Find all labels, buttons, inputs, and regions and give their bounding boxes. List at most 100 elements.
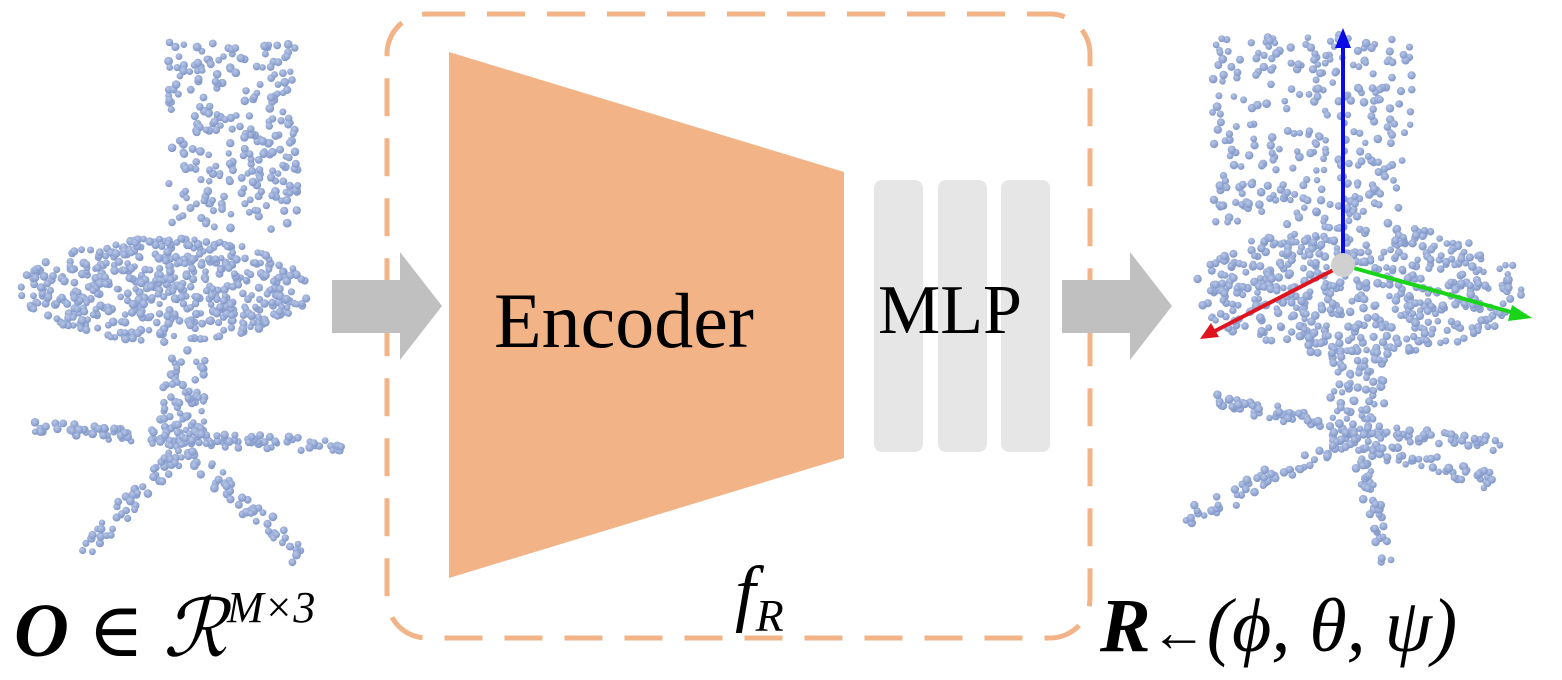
cloud-point bbox=[1257, 161, 1266, 170]
cloud-point bbox=[1477, 316, 1486, 325]
cloud-point bbox=[1362, 226, 1370, 234]
cloud-point bbox=[1359, 462, 1367, 470]
cloud-point bbox=[260, 41, 269, 51]
cloud-point bbox=[145, 237, 154, 246]
cloud-point bbox=[1353, 276, 1361, 284]
cloud-point bbox=[1229, 273, 1238, 282]
cloud-point bbox=[212, 162, 220, 170]
cloud-point bbox=[1250, 141, 1259, 150]
cloud-point bbox=[70, 278, 79, 287]
cloud-point bbox=[265, 432, 274, 441]
cloud-point bbox=[1423, 336, 1431, 344]
cloud-point bbox=[1285, 465, 1294, 474]
cloud-point bbox=[1356, 129, 1364, 137]
cloud-point bbox=[89, 311, 97, 319]
cloud-point bbox=[1499, 300, 1507, 308]
cloud-point bbox=[30, 280, 39, 289]
cloud-point bbox=[212, 309, 221, 318]
cloud-point bbox=[164, 319, 173, 328]
cloud-point bbox=[262, 202, 270, 210]
cloud-point bbox=[1353, 356, 1362, 365]
cloud-point bbox=[219, 469, 227, 476]
cloud-point bbox=[271, 437, 280, 446]
cloud-point bbox=[1216, 118, 1225, 127]
cloud-point bbox=[1344, 111, 1352, 119]
cloud-point bbox=[1377, 435, 1385, 442]
cloud-point bbox=[265, 265, 273, 273]
cloud-point bbox=[1387, 323, 1396, 332]
cloud-point bbox=[257, 259, 265, 267]
cloud-point bbox=[1377, 254, 1385, 262]
cloud-point bbox=[210, 117, 219, 126]
cloud-point bbox=[279, 108, 287, 116]
cloud-point bbox=[1329, 79, 1336, 86]
cloud-point bbox=[175, 53, 183, 60]
cloud-point bbox=[1436, 235, 1443, 242]
cloud-point bbox=[1343, 407, 1351, 415]
cloud-point bbox=[1504, 283, 1513, 292]
cloud-point bbox=[167, 393, 175, 401]
cloud-point bbox=[1383, 58, 1391, 66]
cloud-point bbox=[125, 496, 135, 506]
output-label: R←(ϕ, θ, ψ) bbox=[1100, 588, 1457, 664]
cloud-point bbox=[1260, 473, 1268, 482]
cloud-point bbox=[1359, 430, 1368, 439]
cloud-point bbox=[1206, 260, 1214, 269]
cloud-point bbox=[1363, 484, 1372, 493]
cloud-point bbox=[1356, 425, 1364, 433]
cloud-point bbox=[1327, 56, 1334, 63]
cloud-point bbox=[1350, 429, 1358, 438]
cloud-point bbox=[1467, 262, 1477, 271]
cloud-point bbox=[1287, 59, 1295, 67]
cloud-point bbox=[77, 325, 85, 332]
cloud-point bbox=[177, 358, 185, 366]
cloud-point bbox=[219, 296, 228, 305]
cloud-point bbox=[44, 311, 53, 320]
cloud-point bbox=[1314, 322, 1322, 330]
cloud-point bbox=[53, 424, 62, 434]
cloud-point bbox=[96, 524, 106, 534]
cloud-point bbox=[246, 196, 254, 204]
cloud-point bbox=[321, 437, 329, 444]
cloud-point bbox=[1313, 177, 1321, 184]
cloud-point bbox=[207, 301, 215, 308]
cloud-point bbox=[30, 292, 37, 300]
cloud-point bbox=[203, 186, 213, 196]
cloud-point bbox=[1428, 463, 1438, 472]
cloud-point bbox=[110, 266, 119, 275]
cloud-point bbox=[1388, 58, 1397, 67]
cloud-point bbox=[92, 305, 100, 313]
cloud-point bbox=[149, 427, 158, 437]
cloud-point bbox=[1461, 468, 1470, 476]
cloud-point bbox=[1337, 352, 1346, 361]
cloud-point bbox=[275, 307, 284, 316]
cloud-point bbox=[1250, 135, 1258, 143]
cloud-point bbox=[1267, 469, 1276, 478]
cloud-point bbox=[1306, 149, 1315, 158]
cloud-point bbox=[1481, 437, 1489, 445]
cloud-point bbox=[157, 477, 167, 486]
cloud-point bbox=[83, 260, 91, 268]
cloud-point bbox=[221, 443, 229, 451]
cloud-point bbox=[1447, 430, 1456, 439]
cloud-point bbox=[225, 159, 234, 168]
cloud-point bbox=[211, 77, 220, 86]
cloud-point bbox=[1254, 289, 1261, 296]
cloud-point bbox=[174, 90, 182, 98]
cloud-point bbox=[284, 114, 293, 123]
cloud-point bbox=[254, 324, 264, 333]
cloud-point bbox=[133, 329, 142, 338]
cloud-point bbox=[1410, 332, 1418, 341]
cloud-point bbox=[156, 438, 165, 446]
cloud-point bbox=[256, 174, 264, 182]
cloud-point bbox=[1354, 182, 1361, 189]
cloud-point bbox=[197, 424, 205, 433]
cloud-point bbox=[289, 265, 297, 272]
function-name: f bbox=[735, 552, 756, 634]
cloud-point bbox=[1255, 200, 1264, 209]
cloud-point bbox=[1303, 196, 1312, 205]
cloud-point bbox=[1246, 121, 1254, 129]
cloud-point bbox=[104, 321, 112, 329]
cloud-point bbox=[1405, 426, 1414, 435]
z-axis-head bbox=[1335, 28, 1351, 48]
